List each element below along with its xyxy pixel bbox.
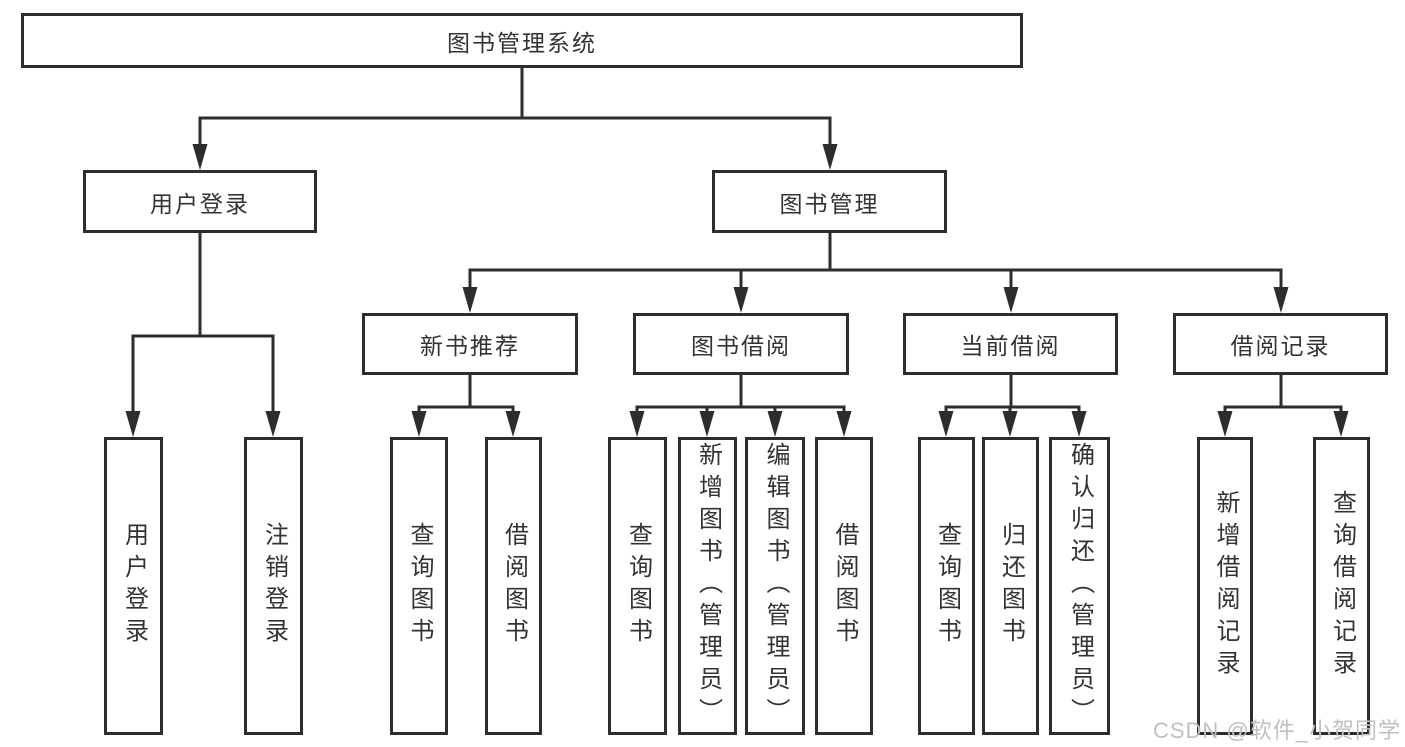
node-book-management: 图书管理 (712, 170, 947, 233)
node-label: 借阅图书 (500, 522, 528, 650)
leaf-confirm-return-admin: 确认归还（管理员） (1049, 437, 1110, 735)
leaf-query-books-2: 查询图书 (608, 437, 667, 735)
watermark: CSDN @软件_小贺同学 (1152, 718, 1401, 743)
node-label: 借阅记录 (1230, 333, 1331, 359)
node-label: 借阅图书 (831, 522, 858, 650)
leaf-add-borrow-record: 新增借阅记录 (1197, 437, 1253, 735)
leaf-edit-book-admin: 编辑图书（管理员） (745, 437, 805, 735)
node-current-borrow: 当前借阅 (903, 313, 1118, 375)
leaf-add-book-admin: 新增图书（管理员） (678, 437, 737, 735)
leaf-query-borrow-record: 查询借阅记录 (1313, 437, 1370, 735)
node-user-login: 用户登录 (83, 170, 317, 233)
node-label: 图书管理 (779, 190, 880, 217)
leaf-query-books-1: 查询图书 (390, 437, 448, 735)
node-label: 当前借阅 (960, 333, 1061, 359)
leaf-query-books-3: 查询图书 (918, 437, 975, 735)
node-label: 确认归还（管理员） (1066, 442, 1094, 730)
leaf-logout: 注销登录 (244, 437, 303, 735)
node-label: 归还图书 (997, 522, 1025, 650)
node-label: 用户登录 (150, 190, 250, 217)
node-label: 查询图书 (933, 522, 961, 650)
node-label: 注销登录 (260, 522, 288, 650)
node-label: 新增借阅记录 (1212, 490, 1239, 682)
leaf-user-login: 用户登录 (104, 437, 163, 735)
node-label: 图书借阅 (691, 333, 791, 359)
node-label: 图书管理系统 (447, 29, 597, 56)
node-borrow-records: 借阅记录 (1173, 313, 1388, 375)
node-label: 用户登录 (120, 522, 148, 650)
node-new-book-recommend: 新书推荐 (362, 313, 578, 375)
node-label: 新增图书（管理员） (694, 442, 722, 730)
node-label: 编辑图书（管理员） (762, 442, 789, 730)
leaf-borrow-books-1: 借阅图书 (485, 437, 542, 735)
node-label: 查询图书 (406, 522, 433, 650)
node-library-system: 图书管理系统 (21, 13, 1023, 68)
node-book-borrow: 图书借阅 (633, 313, 849, 375)
leaf-borrow-books-2: 借阅图书 (815, 437, 873, 735)
node-label: 新书推荐 (420, 333, 520, 359)
node-label: 查询图书 (624, 522, 652, 650)
leaf-return-book: 归还图书 (982, 437, 1039, 735)
node-label: 查询借阅记录 (1328, 490, 1356, 682)
